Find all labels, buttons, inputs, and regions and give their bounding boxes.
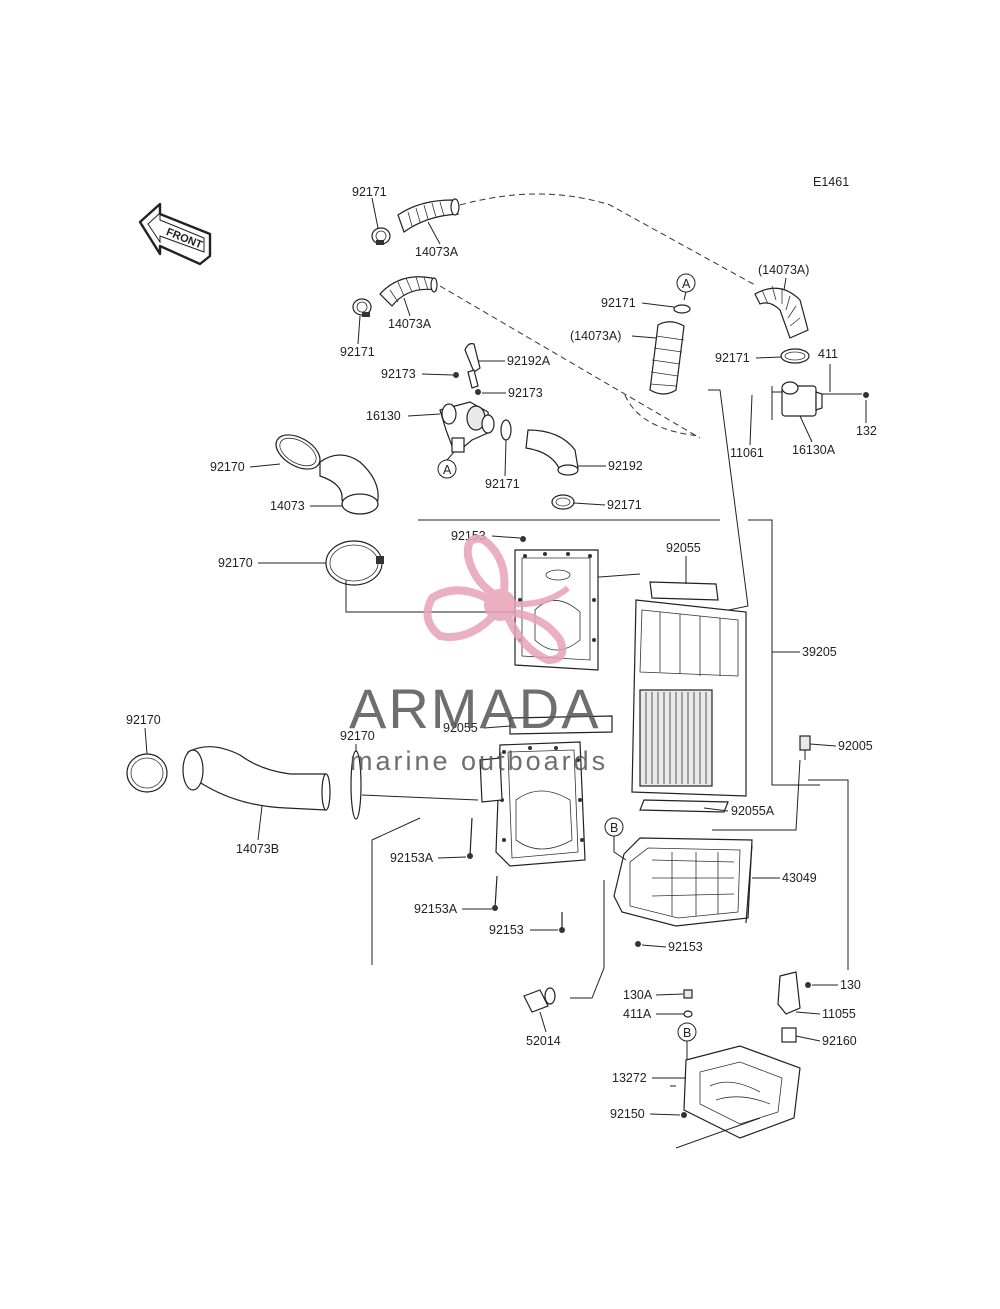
- hose-14073a-right-top: [754, 285, 809, 339]
- part-label: 92170: [210, 460, 245, 474]
- watermark-brand: ARMADA: [349, 677, 601, 740]
- part-label: 92055: [666, 541, 701, 555]
- part-label: 92171: [485, 477, 520, 491]
- part-label: 132: [856, 424, 877, 438]
- reference-marker-a-top: A: [676, 273, 696, 301]
- part-label: 92171: [601, 296, 636, 310]
- clamp-92171-c: [500, 419, 512, 441]
- part-label: 92160: [822, 1034, 857, 1048]
- clamp-92171-a: [371, 227, 391, 245]
- reference-marker-b-upper: B: [604, 817, 627, 861]
- part-label: 14073A: [415, 245, 459, 259]
- svg-text:A: A: [682, 277, 691, 291]
- part-label: 411: [818, 347, 838, 361]
- clamp-92171-d: [551, 494, 575, 510]
- part-label: 92153: [489, 923, 524, 937]
- hose-92192a: [453, 343, 481, 395]
- part-label: 14073: [270, 499, 305, 513]
- rod-43049: [745, 844, 753, 924]
- part-label: 92171: [715, 351, 750, 365]
- valve-16130: [439, 401, 495, 453]
- part-label: 13272: [612, 1071, 647, 1085]
- part-label: 14073A: [388, 317, 432, 331]
- intake-cover-lower: [479, 715, 613, 867]
- clamp-92171-b: [352, 298, 372, 317]
- intercooler-39205: [631, 581, 747, 813]
- hose-14073a-center: [649, 304, 691, 395]
- reference-marker-a-left: A: [437, 451, 457, 479]
- clamp-92170-a: [275, 434, 321, 470]
- part-label: 92055A: [731, 804, 775, 818]
- part-label: 39205: [802, 645, 837, 659]
- hose-14073: [319, 454, 379, 515]
- front-arrow-icon: FRONT: [138, 202, 212, 266]
- part-label: 14073B: [236, 842, 279, 856]
- part-label: 43049: [782, 871, 817, 885]
- part-label: 92173: [381, 367, 416, 381]
- watermark-tagline: marine outboards: [350, 746, 608, 776]
- hose-14073a-middle: [379, 276, 438, 307]
- part-label: 52014: [526, 1034, 561, 1048]
- part-label: 92171: [340, 345, 375, 359]
- part-label: (14073A): [758, 263, 809, 277]
- fitting-52014: [523, 987, 556, 1013]
- part-label: 11061: [730, 446, 764, 460]
- hose-14073a-upper: [397, 198, 460, 233]
- svg-text:B: B: [610, 821, 618, 835]
- bracket-13272: [675, 1045, 801, 1149]
- part-label: 92170: [340, 729, 375, 743]
- part-label: 16130A: [792, 443, 836, 457]
- clamp-92170-b: [325, 540, 384, 586]
- part-labels: 92171 14073A 14073A 92171 92173 92192A 9…: [126, 185, 877, 1121]
- part-label: 92153A: [390, 851, 434, 865]
- structure-lines: [345, 389, 849, 1087]
- lower-tray: [613, 837, 753, 947]
- part-label: 92192: [608, 459, 643, 473]
- part-label: 92173: [508, 386, 543, 400]
- part-label: 92153: [668, 940, 703, 954]
- part-label: 11055: [822, 1007, 856, 1021]
- svg-text:B: B: [683, 1026, 691, 1040]
- part-label: 92170: [218, 556, 253, 570]
- hose-92192: [525, 429, 579, 476]
- clamp-92170-c: [126, 753, 168, 793]
- bolts-92153a: [467, 817, 565, 933]
- part-label: 16130: [366, 409, 401, 423]
- part-label: 92153A: [414, 902, 458, 916]
- part-label: 92055: [443, 721, 478, 735]
- part-label: 92005: [838, 739, 873, 753]
- part-label: 92170: [126, 713, 161, 727]
- svg-text:A: A: [443, 463, 452, 477]
- pipe-14073b: [182, 746, 331, 811]
- bolt-130a: [683, 989, 693, 1018]
- watermark-logo-icon: [423, 534, 570, 665]
- dashed-connector-lines: [439, 193, 756, 439]
- part-label: 92192A: [507, 354, 551, 368]
- part-label: 130A: [623, 988, 653, 1002]
- plug-92005: [799, 735, 811, 760]
- part-label: 130: [840, 978, 861, 992]
- part-label: 92171: [352, 185, 387, 199]
- valve-16130a: [771, 381, 869, 420]
- bracket-11055: [777, 971, 811, 1043]
- reference-marker-b-lower: B: [677, 1022, 697, 1060]
- watermark: ARMADA marine outboards: [349, 534, 608, 776]
- part-label: 92150: [610, 1107, 645, 1121]
- diagram-code: E1461: [813, 175, 849, 189]
- clamp-92171-e: [780, 348, 810, 364]
- part-label: 411A: [623, 1007, 652, 1021]
- part-label: 92171: [607, 498, 642, 512]
- part-label: (14073A): [570, 329, 621, 343]
